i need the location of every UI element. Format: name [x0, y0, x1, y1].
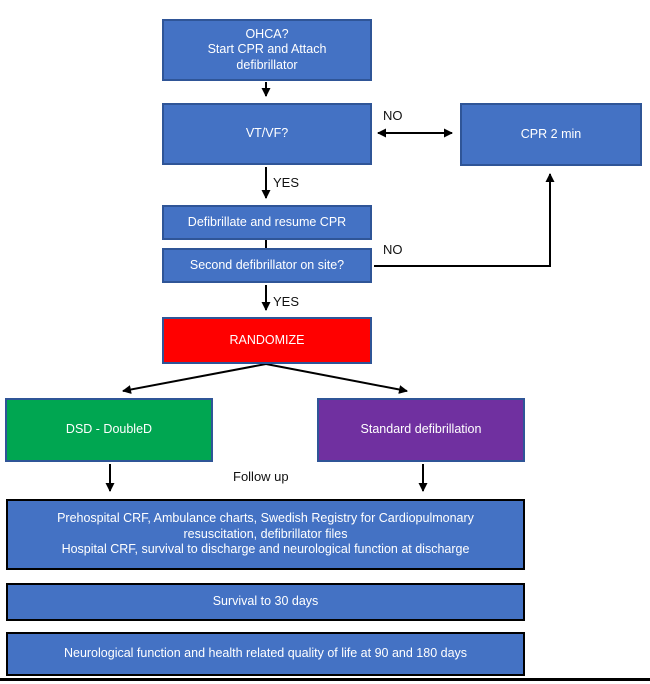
node-defibrillate-resume-cpr: Defibrillate and resume CPR	[162, 205, 372, 240]
edge-label-second-defib-yes: YES	[273, 294, 300, 309]
edge-label-vtvf-no: NO	[383, 108, 403, 123]
node-randomize: RANDOMIZE	[162, 317, 372, 364]
edge-label-second-defib-no: NO	[383, 242, 403, 257]
node-ohca-start-cpr: OHCA? Start CPR and Attach defibrillator	[162, 19, 372, 81]
edge-label-follow-up: Follow up	[233, 469, 289, 484]
bottom-divider-line	[0, 678, 650, 681]
node-survival-30-days: Survival to 30 days	[6, 583, 525, 621]
arrow-randomize-to-standard	[265, 363, 408, 394]
node-followup-data-sources: Prehospital CRF, Ambulance charts, Swedi…	[6, 499, 525, 570]
edge-label-vtvf-yes: YES	[273, 175, 300, 190]
arrow-randomize-to-dsd	[122, 363, 267, 394]
node-standard-defibrillation-arm: Standard defibrillation	[317, 398, 525, 462]
node-cpr-2-min: CPR 2 min	[460, 103, 642, 166]
node-vtvf-question: VT/VF?	[162, 103, 372, 165]
arrow-second-defib-no-to-cpr2min	[374, 173, 555, 267]
node-dsd-doubled-arm: DSD - DoubleD	[5, 398, 213, 462]
node-second-defibrillator-question: Second defibrillator on site?	[162, 248, 372, 283]
node-neurological-function-qol: Neurological function and health related…	[6, 632, 525, 676]
